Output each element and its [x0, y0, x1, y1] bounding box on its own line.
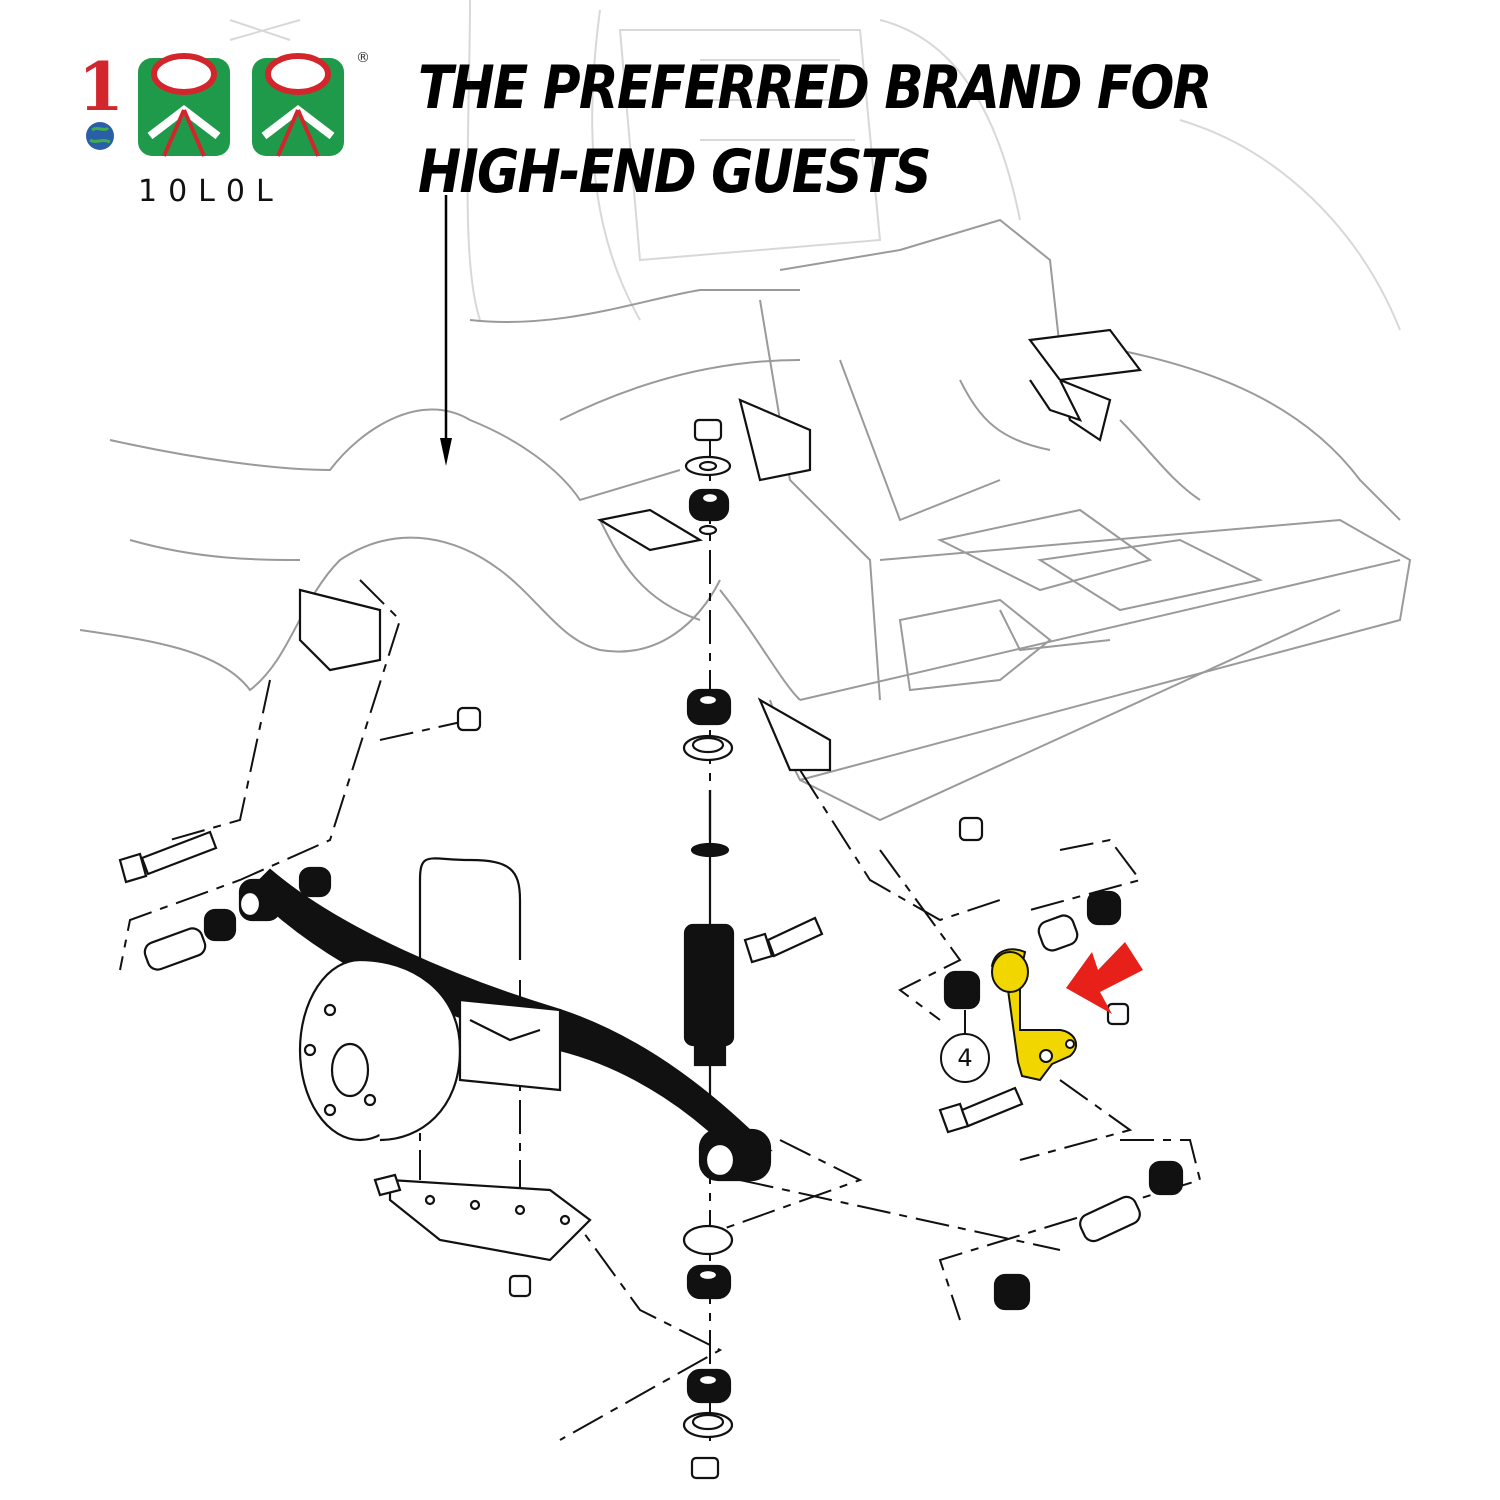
shock-absorber — [683, 790, 735, 1130]
bushings-washers-nuts — [143, 418, 1184, 1480]
red-indicator-arrow — [1066, 942, 1143, 1014]
callout-circle — [940, 1010, 990, 1083]
brand-logo: 1 — [78, 48, 344, 157]
bolts — [118, 790, 1024, 1134]
wheel-hub — [298, 958, 562, 1142]
cart-frame-outline — [79, 218, 1412, 822]
callout-number: 4 — [957, 1044, 973, 1072]
svg-text:1: 1 — [78, 48, 124, 126]
headline: THE PREFERRED BRAND FOR HIGH-END GUESTS — [418, 53, 1212, 207]
brand-name: 10L0L — [138, 174, 284, 209]
axle-mounting-plate — [373, 1173, 592, 1262]
frame-brackets — [298, 328, 1143, 772]
assembly-dash-lines — [119, 430, 1202, 1450]
registered-mark: ® — [356, 50, 370, 66]
cart-body-background — [229, 0, 1401, 331]
pointer-arrow — [440, 195, 452, 466]
highlighted-shackle — [990, 948, 1078, 1082]
